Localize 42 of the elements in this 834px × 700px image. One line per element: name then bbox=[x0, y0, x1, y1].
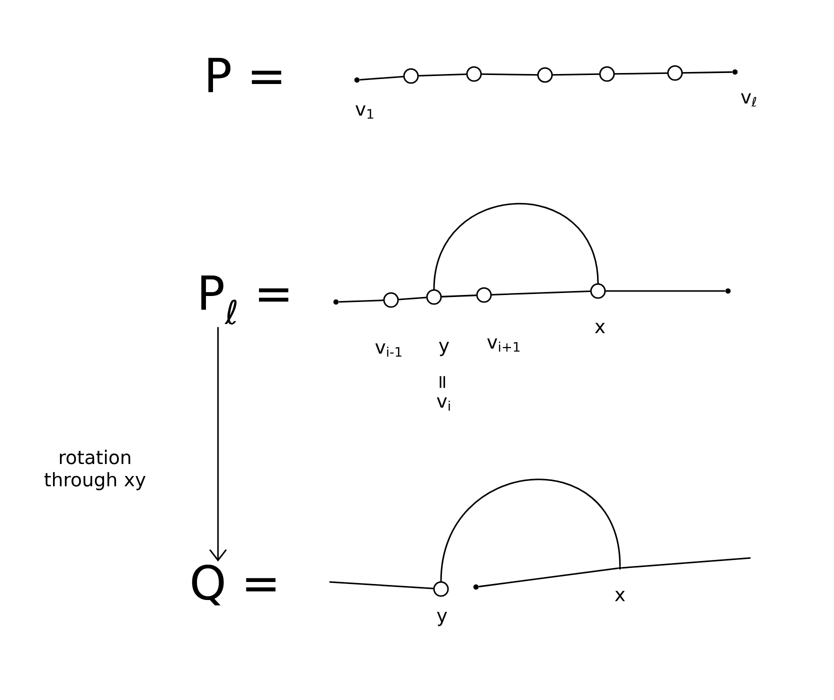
vertex-circle bbox=[537, 67, 553, 83]
arc-edge bbox=[440, 478, 621, 582]
path-edge bbox=[621, 557, 751, 569]
vertex-label: = bbox=[440, 376, 446, 388]
path-name: P = bbox=[208, 58, 282, 92]
vertex-label: y bbox=[437, 612, 447, 626]
vertex-circle bbox=[403, 68, 419, 84]
path-edge bbox=[605, 290, 726, 292]
path-edge bbox=[418, 74, 467, 77]
vertex-circle bbox=[426, 289, 442, 305]
vertex-label: v$_{ℓ}$ bbox=[741, 93, 756, 107]
arrow bbox=[209, 326, 227, 562]
path-edge bbox=[398, 296, 427, 300]
vertex-circle bbox=[466, 66, 482, 82]
vertex-circle bbox=[476, 287, 492, 303]
vertex-circle bbox=[383, 292, 399, 308]
path-edge bbox=[360, 76, 404, 81]
path-edge bbox=[329, 581, 434, 590]
vertex-label: v$_{i+1}$ bbox=[487, 338, 520, 352]
path-edge bbox=[338, 300, 384, 303]
vertex-label: y bbox=[439, 342, 449, 356]
vertex-label: x bbox=[595, 322, 605, 334]
path-edge bbox=[614, 72, 668, 75]
path-edge bbox=[491, 290, 591, 296]
formula-label: P$_{ℓ}$ = bbox=[201, 276, 288, 324]
path-edge bbox=[441, 294, 477, 298]
vertex-label: v$_{i}$ bbox=[436, 397, 450, 411]
vertex-circle bbox=[590, 283, 606, 299]
arc-edge bbox=[433, 202, 599, 290]
junction-point bbox=[618, 566, 622, 570]
path-edge bbox=[552, 73, 600, 76]
formula-label: Q = bbox=[192, 564, 276, 606]
vertex-circle bbox=[599, 66, 615, 82]
edge-label: rotation through xy bbox=[44, 450, 146, 490]
vertex-circle bbox=[667, 65, 683, 81]
path-edge bbox=[682, 71, 732, 74]
vertex-label: x bbox=[615, 590, 625, 602]
vertex-label: v$_{1}$ bbox=[356, 105, 374, 119]
path-edge bbox=[481, 73, 538, 76]
vertex-label: v$_{i-1}$ bbox=[375, 343, 402, 357]
vertex-circle bbox=[433, 581, 449, 597]
path-edge bbox=[478, 568, 619, 588]
